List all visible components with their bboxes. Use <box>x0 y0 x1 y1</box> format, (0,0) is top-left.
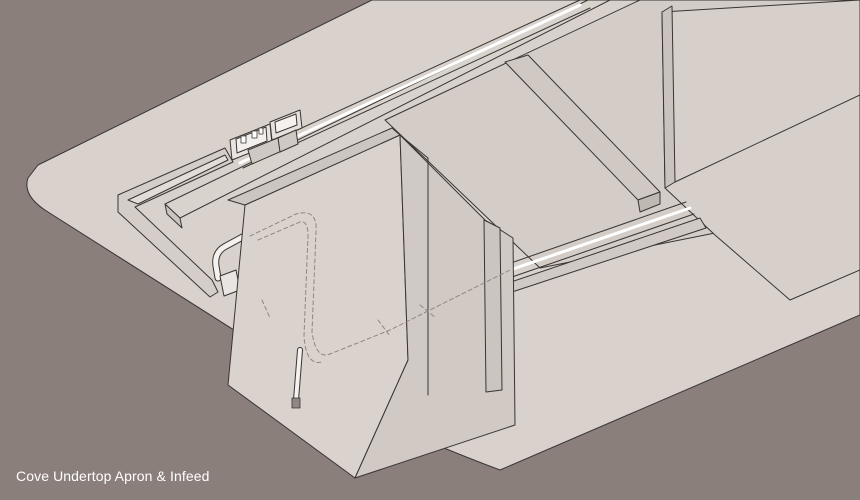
rail-back-face <box>164 203 183 229</box>
cord-plug <box>291 397 301 409</box>
apron-frame-outer <box>117 147 234 298</box>
raceway-rail-lower <box>508 206 692 272</box>
power-outlet-box <box>229 109 303 165</box>
infeed-tower-inner-panel <box>483 219 503 393</box>
apron-frame-inner <box>127 154 229 205</box>
diagram-caption: Cove Undertop Apron & Infeed <box>16 468 210 484</box>
hidden-cable-route <box>249 212 511 363</box>
